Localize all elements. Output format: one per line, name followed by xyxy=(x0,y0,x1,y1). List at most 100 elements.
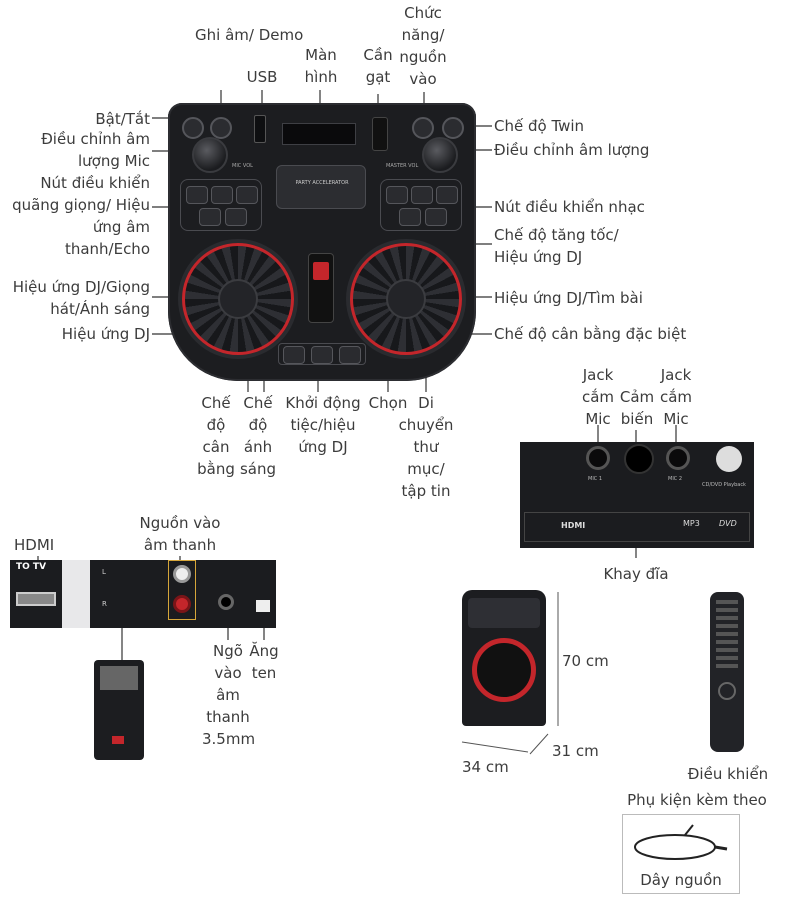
label-hieu-ung-dj: Hiệu ứng DJ xyxy=(61,325,150,343)
prev-button[interactable] xyxy=(386,186,408,204)
antenna-port[interactable] xyxy=(256,600,270,612)
audio-block: L R xyxy=(90,560,276,628)
accelerator-red-button[interactable] xyxy=(313,262,329,280)
repeat-button[interactable] xyxy=(425,208,447,226)
label-khoi-dong-tiec: Khởi động tiệc/hiệu ứng DJ xyxy=(285,394,361,456)
rear-panel-thumb xyxy=(100,666,138,690)
speaker-woofer xyxy=(472,638,536,702)
label-day-nguon: Dây nguồn xyxy=(640,871,722,889)
label-chuc-nang: Chức năng/ nguồn vào xyxy=(399,4,447,88)
label-phu-kien: Phụ kiện kèm theo xyxy=(627,791,767,809)
label-nut-dieu-khien-nhac: Nút điều khiển nhạc xyxy=(494,198,645,216)
disc-tray[interactable]: HDMI MP3 DVD xyxy=(524,512,750,542)
play-pause-button[interactable] xyxy=(411,186,433,204)
label-hieu-ung-tim-bai: Hiệu ứng DJ/Tìm bài xyxy=(494,289,643,307)
power-cord-icon xyxy=(634,824,728,860)
disc-icon xyxy=(716,446,742,472)
label-dieu-khien: Điều khiển xyxy=(687,765,769,783)
vocal-button-2[interactable] xyxy=(211,186,233,204)
power-cord-box: Dây nguồn xyxy=(622,814,740,894)
rca-red-jack[interactable] xyxy=(173,595,191,613)
right-jog-wheel[interactable] xyxy=(350,243,462,355)
label-che-do-tang-toc: Chế độ tăng tốc/ Hiệu ứng DJ xyxy=(494,226,619,266)
vocal-button-1[interactable] xyxy=(186,186,208,204)
label-jack-mic-2: Jack cắm Mic xyxy=(659,366,693,428)
mp3-text: MP3 xyxy=(683,519,700,528)
label-dim-height: 70 cm xyxy=(562,652,609,670)
party-button-3[interactable] xyxy=(339,346,361,364)
rca-l-text: L xyxy=(102,568,106,576)
label-can-gat: Cần gạt xyxy=(363,46,393,86)
accelerator-slider[interactable] xyxy=(308,253,334,323)
remote-control-image xyxy=(710,592,744,752)
twin-mode-button[interactable] xyxy=(442,117,464,139)
party-accelerator-pad[interactable]: PARTY ACCELERATOR xyxy=(276,165,366,209)
label-khay-dia: Khay đĩa xyxy=(603,565,669,583)
party-button-2[interactable] xyxy=(311,346,333,364)
label-ngo-vao: Ngõ vào âm thanh 3.5mm xyxy=(202,642,256,748)
vocal-button-5[interactable] xyxy=(225,208,247,226)
label-hieu-ung-dj-giong: Hiệu ứng DJ/Giọng hát/Ánh sáng xyxy=(12,278,150,318)
remote-dpad xyxy=(718,682,736,700)
power-button[interactable] xyxy=(182,117,204,139)
mic1-text: MIC 1 xyxy=(588,476,603,482)
cd-dvd-text: CD/DVD Playback xyxy=(702,482,746,488)
remote-buttons xyxy=(716,600,738,670)
label-dim-depth: 31 cm xyxy=(552,742,599,760)
label-che-do-anh-sang: Chế độ ánh sáng xyxy=(239,394,277,478)
fader-slot[interactable] xyxy=(372,117,388,151)
party-accel-text: PARTY ACCELERATOR xyxy=(295,180,349,186)
label-nguon-vao-am-thanh: Nguồn vào âm thanh xyxy=(139,514,221,554)
vocal-effect-buttons xyxy=(180,179,262,231)
hdmi-block: TO TV xyxy=(10,560,62,628)
mic-vol-text: MIC VOL xyxy=(232,163,253,169)
left-jog-wheel[interactable] xyxy=(182,243,294,355)
label-cam-bien: Cảm biến xyxy=(619,388,655,428)
label-dieu-chinh-mic: Điều chỉnh âm lượng Mic xyxy=(41,130,150,170)
mic-volume-knob[interactable] xyxy=(192,137,228,173)
rear-label-thumb xyxy=(112,736,124,744)
ir-sensor xyxy=(624,444,654,474)
hdmi-port[interactable] xyxy=(16,592,56,606)
record-demo-button[interactable] xyxy=(210,117,232,139)
next-button[interactable] xyxy=(436,186,458,204)
music-control-buttons xyxy=(380,179,462,231)
hdmi-logo-text: HDMI xyxy=(561,521,586,530)
right-jog-hub xyxy=(386,279,426,319)
master-volume-knob[interactable] xyxy=(422,137,458,173)
label-bat-tat: Bật/Tắt xyxy=(95,110,150,128)
usb-port[interactable] xyxy=(254,115,266,143)
speaker-front-image xyxy=(462,590,546,726)
function-button[interactable] xyxy=(412,117,434,139)
label-hdmi: HDMI xyxy=(14,536,55,554)
label-ghi-am-demo: Ghi âm/ Demo xyxy=(195,26,304,44)
label-dim-width: 34 cm xyxy=(462,758,509,776)
label-che-do-can-bang: Chế độ cân bằng xyxy=(197,394,235,478)
vocal-button-4[interactable] xyxy=(199,208,221,226)
label-chon: Chọn xyxy=(368,394,408,412)
master-vol-text: MASTER VOL xyxy=(386,163,419,169)
mic2-jack[interactable] xyxy=(666,446,690,470)
label-man-hinh: Màn hình xyxy=(304,46,338,86)
stop-button[interactable] xyxy=(399,208,421,226)
label-can-bang-dac-biet: Chế độ cân bằng đặc biệt xyxy=(494,325,687,343)
label-che-do-twin: Chế độ Twin xyxy=(494,117,585,135)
rear-io-panel: TO TV L R xyxy=(10,560,276,628)
vocal-button-3[interactable] xyxy=(236,186,258,204)
rca-white-jack[interactable] xyxy=(173,565,191,583)
dvd-text: DVD xyxy=(719,519,737,528)
rca-input-group xyxy=(168,560,196,620)
label-jack-mic-1: Jack cắm Mic xyxy=(581,366,615,428)
control-panel: MIC VOL MASTER VOL PARTY ACCELERATOR xyxy=(168,103,476,381)
label-di-chuyen: Di chuyển thư mục/ tập tin xyxy=(398,394,454,500)
aux-3-5mm-jack[interactable] xyxy=(218,594,234,610)
rca-r-text: R xyxy=(102,600,107,608)
left-jog-hub xyxy=(218,279,258,319)
party-start-buttons xyxy=(278,343,366,365)
party-button-1[interactable] xyxy=(283,346,305,364)
label-usb: USB xyxy=(246,68,278,86)
label-dieu-chinh-am-luong: Điều chỉnh âm lượng xyxy=(494,141,650,159)
mic1-jack[interactable] xyxy=(586,446,610,470)
display-screen xyxy=(282,123,356,145)
mic2-text: MIC 2 xyxy=(668,476,683,482)
